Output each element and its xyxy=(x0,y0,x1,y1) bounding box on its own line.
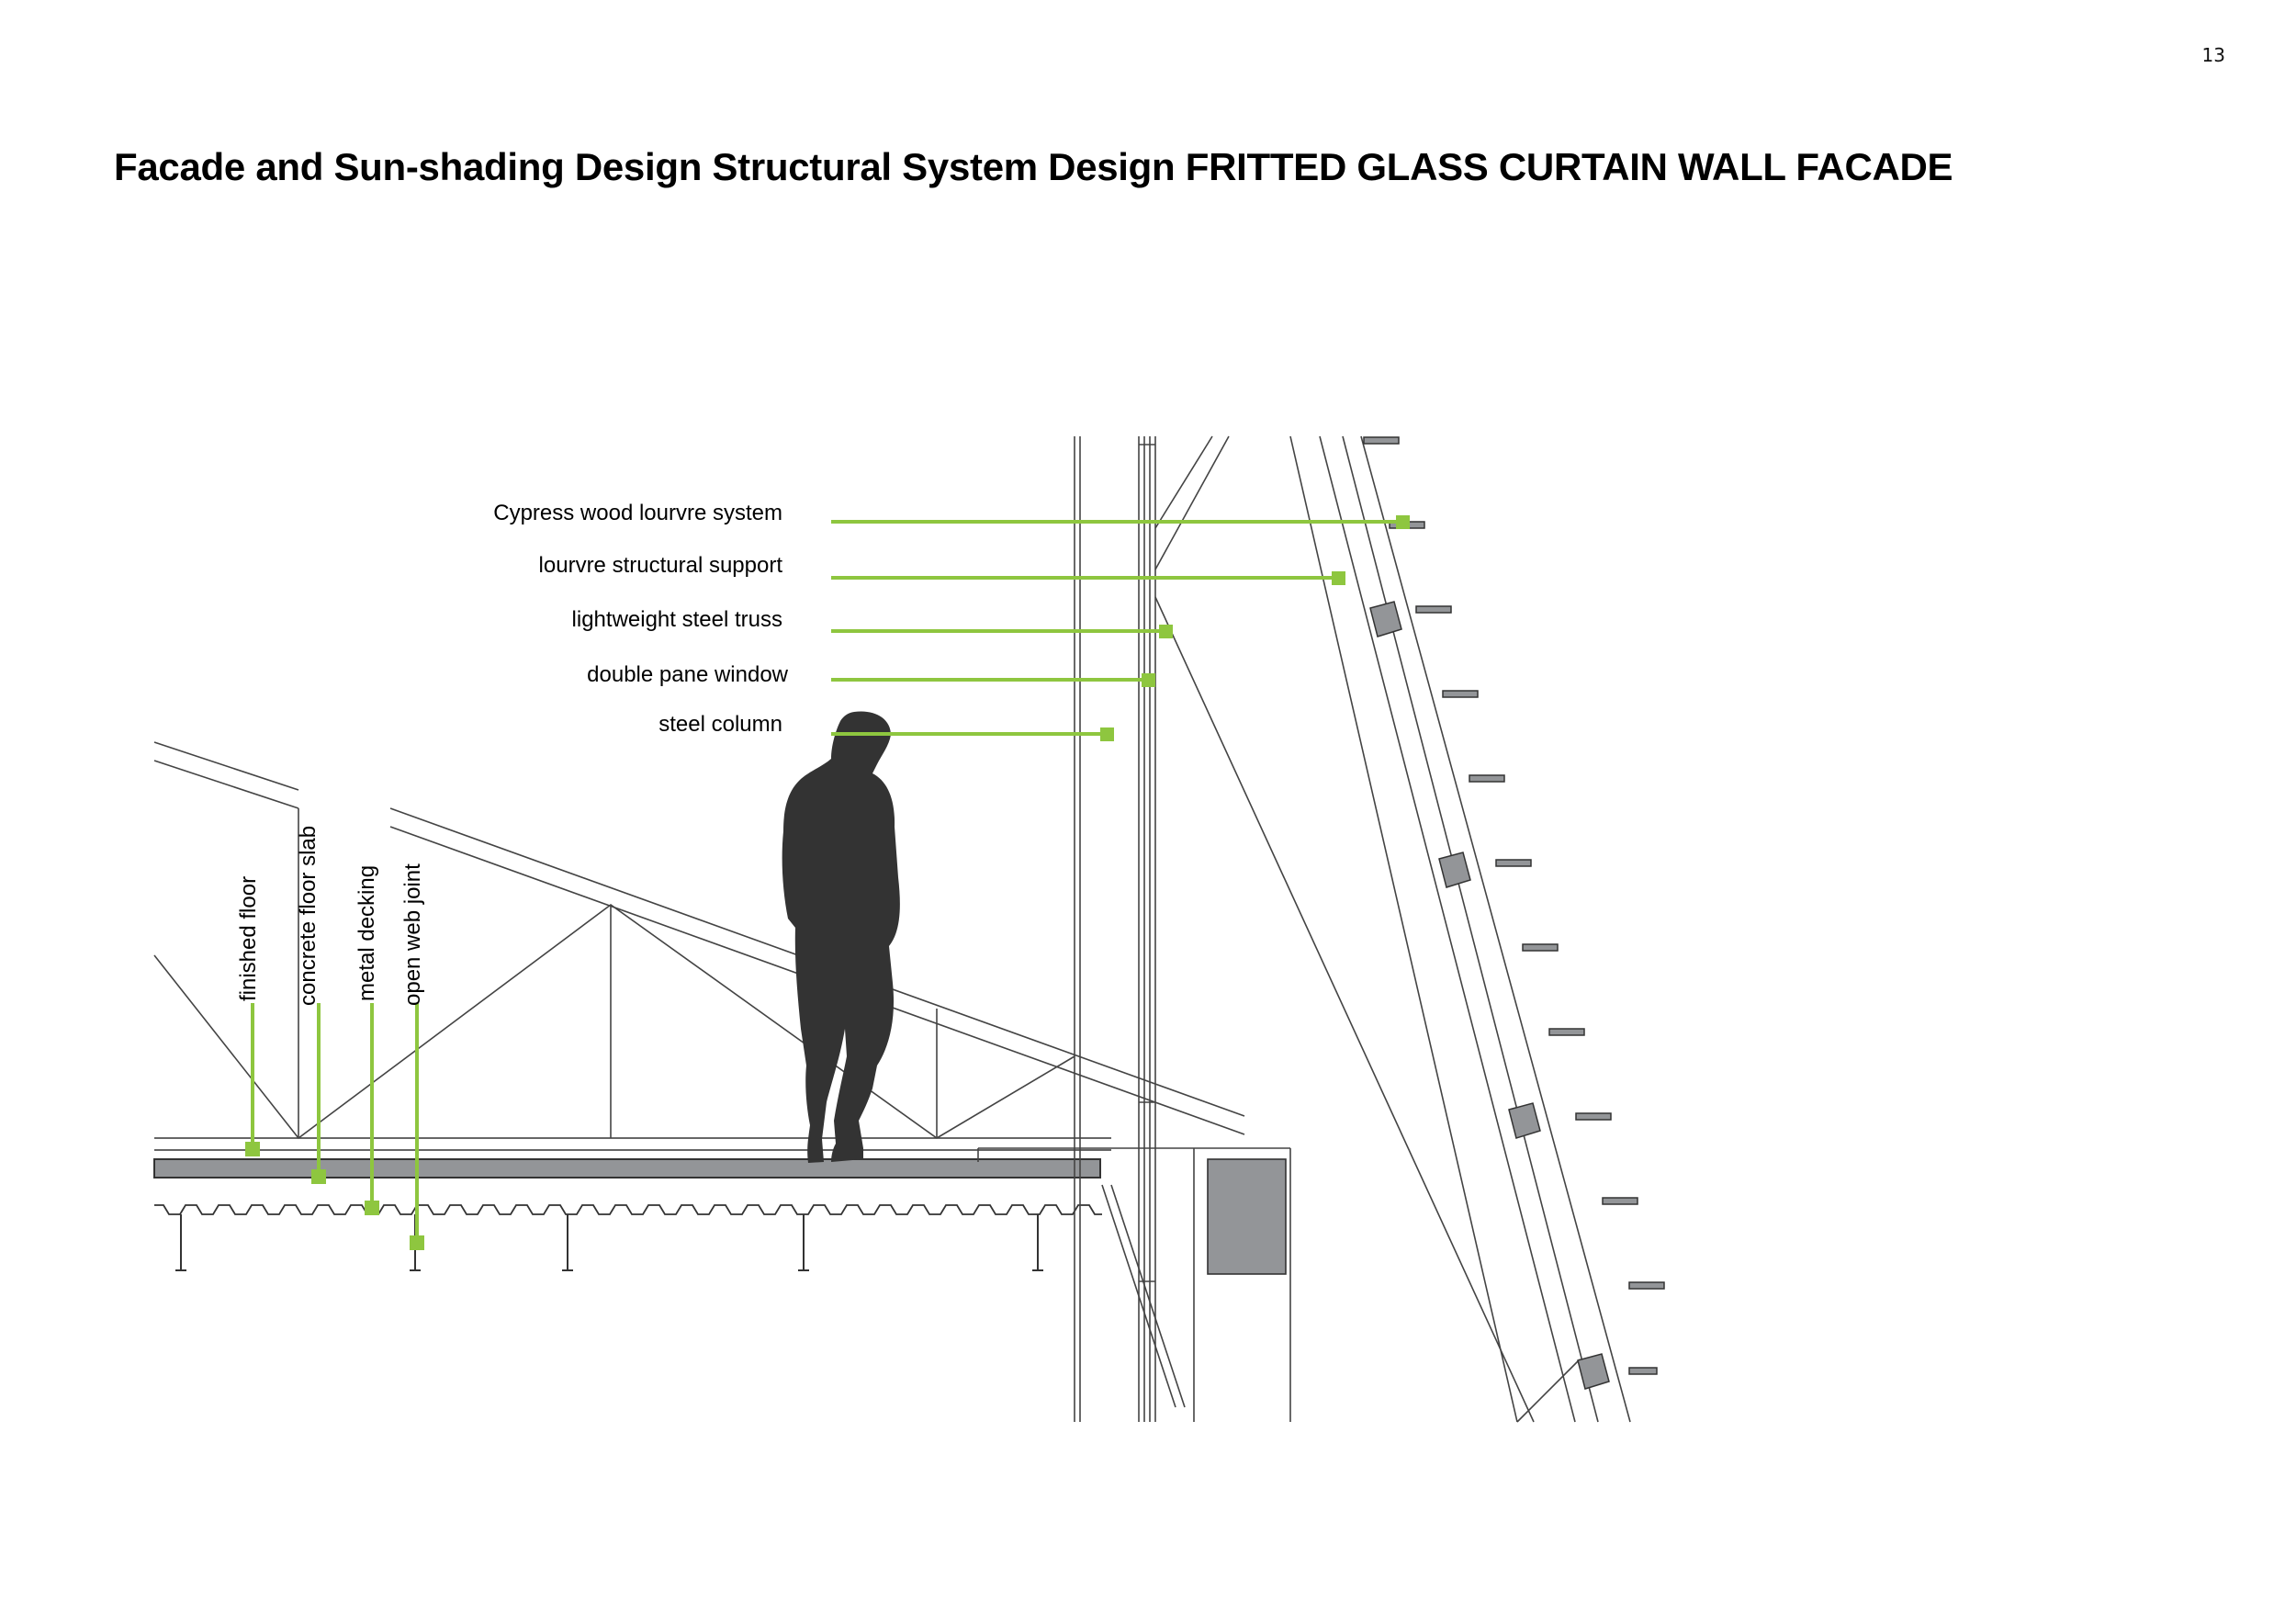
floor-structure xyxy=(153,1137,1111,1271)
callout-concrete-floor-slab: concrete floor slab xyxy=(296,825,321,1006)
leader-lines xyxy=(245,515,1410,1250)
callout-steel-column: steel column xyxy=(658,712,782,737)
callout-metal-decking: metal decking xyxy=(355,864,379,1001)
louvre-blades xyxy=(1363,436,1665,1390)
callout-finished-floor: finished floor xyxy=(236,875,261,1001)
page-number: 13 xyxy=(2201,44,2225,66)
slab-edge xyxy=(977,1147,1291,1422)
callout-open-web-joint: open web joint xyxy=(400,863,425,1006)
curtain-wall xyxy=(1074,436,1186,1422)
callout-louvre-structural-support: lourvre structural support xyxy=(538,553,782,578)
page-title: Facade and Sun-shading Design Structural… xyxy=(114,145,1953,188)
concrete-slab xyxy=(153,1158,1101,1179)
callout-lightweight-steel-truss: lightweight steel truss xyxy=(571,607,782,632)
callout-cypress-wood-louvre: Cypress wood lourvre system xyxy=(493,501,782,525)
lightweight-steel-truss xyxy=(1154,435,1535,1423)
joist-hangers xyxy=(175,1214,1043,1271)
person-silhouette xyxy=(782,711,900,1163)
metal-deck-profile xyxy=(154,1204,1102,1215)
louvre-system xyxy=(1289,435,1631,1423)
edge-panel xyxy=(1207,1158,1287,1275)
callout-double-pane-window: double pane window xyxy=(587,662,788,687)
